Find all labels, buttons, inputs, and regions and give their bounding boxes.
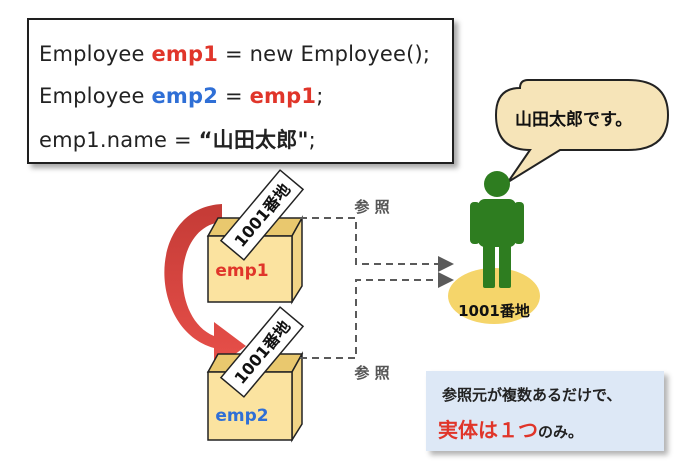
reference-label-bottom: 参 照 <box>354 364 389 382</box>
code-text: ; <box>316 84 324 108</box>
code-text: emp1.name = <box>39 128 199 152</box>
note-box: 参照元が複数あるだけで、 実体は１つのみ。 <box>426 371 664 451</box>
box-emp1: 1001番地 emp1 <box>206 169 305 305</box>
box-label-emp1: emp1 <box>215 261 268 281</box>
code-text: = new Employee(); <box>218 42 431 66</box>
code-line-1: Employee emp1 = new Employee(); <box>39 42 430 66</box>
code-text: ; <box>308 128 316 152</box>
code-text: Employee <box>39 42 152 66</box>
variable-emp1: emp1 <box>151 42 219 66</box>
string-literal: “山田太郎" <box>198 128 309 152</box>
note-line-1: 参照元が複数あるだけで、 <box>442 386 622 404</box>
code-text: = <box>218 84 250 108</box>
variable-emp1: emp1 <box>249 84 317 108</box>
code-line-2: Employee emp2 = emp1; <box>39 84 323 108</box>
person-icon <box>470 171 524 288</box>
reference-label-top: 参 照 <box>354 198 389 216</box>
reference-arrow-bottom <box>300 272 454 359</box>
speech-bubble <box>494 79 670 183</box>
address-ellipse: 1001番地 <box>448 268 540 324</box>
box-emp2: 1001番地 emp2 <box>206 306 305 443</box>
code-line-3: emp1.name = “山田太郎"; <box>39 124 316 154</box>
code-box: Employee emp1 = new Employee(); Employee… <box>27 18 454 164</box>
note-line-2: 実体は１つのみ。 <box>438 414 583 443</box>
note-emphasis: 実体は１つ <box>438 418 538 442</box>
copy-arrow <box>164 204 246 370</box>
box-label-emp2: emp2 <box>215 406 268 426</box>
variable-emp2: emp2 <box>151 84 219 108</box>
person-address-label: 1001番地 <box>458 302 530 320</box>
note-tail: のみ。 <box>538 423 584 441</box>
reference-arrow-top <box>300 217 454 272</box>
speech-bubble-text: 山田太郎です。 <box>515 110 633 130</box>
code-text: Employee <box>39 84 152 108</box>
